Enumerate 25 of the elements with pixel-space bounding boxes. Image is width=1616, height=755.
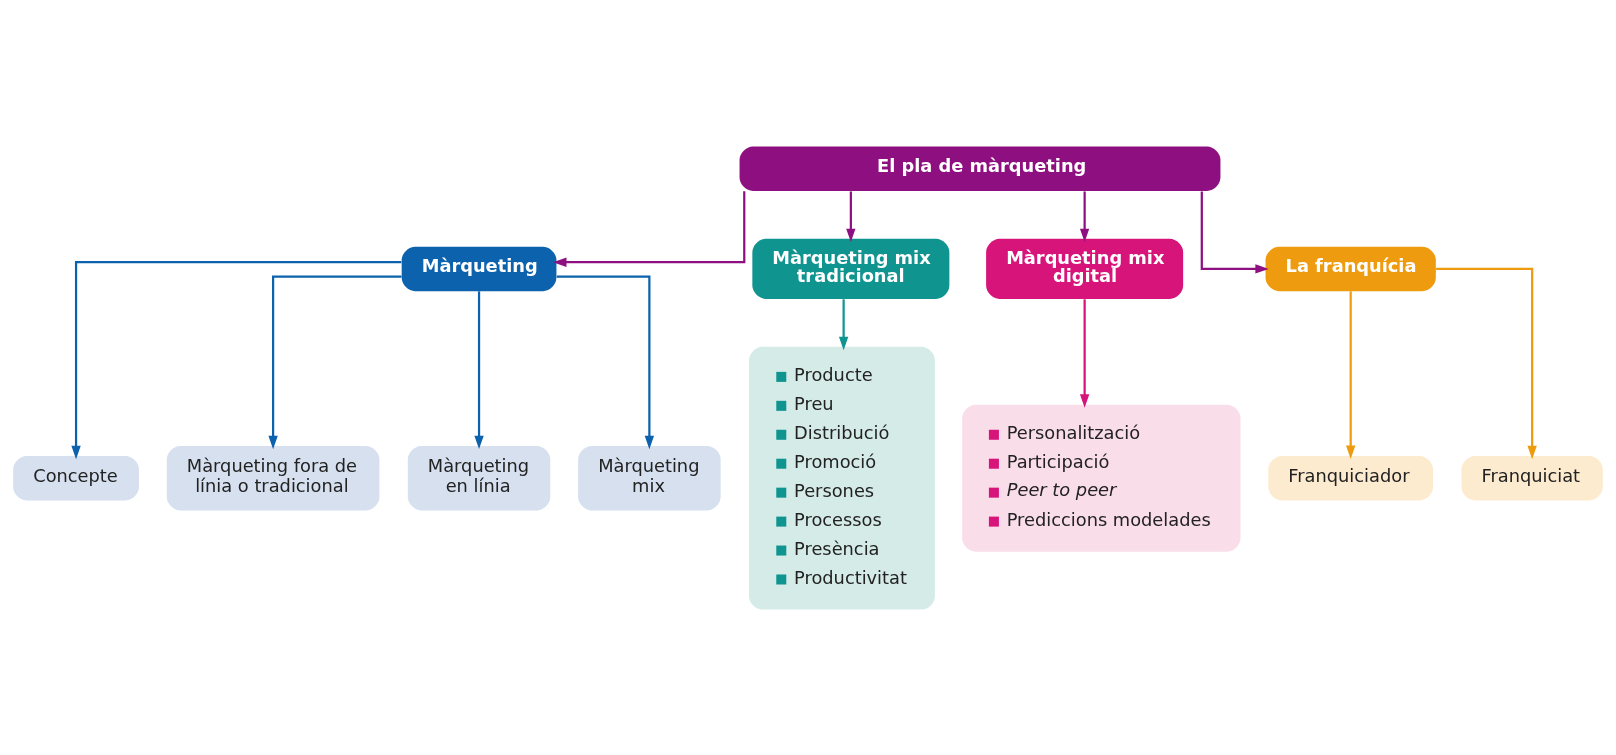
node-box: La franquícia bbox=[1265, 246, 1436, 291]
arrow bbox=[846, 190, 856, 242]
arrow bbox=[556, 275, 655, 449]
arrow bbox=[1200, 190, 1269, 274]
arrow bbox=[474, 290, 484, 449]
arrow bbox=[1436, 267, 1537, 459]
node-box: Màrqueting mix bbox=[578, 445, 721, 510]
node-box: Personalització Participació Peer to peer Prediccions modelades bbox=[962, 404, 1241, 552]
arrow bbox=[1079, 190, 1090, 242]
node-box: Màrqueting fora de línia o tradicional bbox=[166, 445, 380, 510]
node-box: El pla de màrqueting bbox=[739, 145, 1221, 191]
node-box: Producte Preu Distribució Promoció Persones Processos Presència Productivitat bbox=[749, 346, 935, 610]
arrow bbox=[838, 298, 849, 350]
node-box: Màrqueting mix digital bbox=[986, 238, 1184, 299]
arrow bbox=[1079, 298, 1090, 408]
node-box: Concepte bbox=[13, 455, 139, 500]
arrow bbox=[71, 260, 402, 459]
node-box: Franquiciador bbox=[1268, 455, 1434, 500]
node-box: Màrqueting en línia bbox=[407, 445, 551, 510]
node-box: Màrqueting bbox=[401, 246, 557, 291]
arrow bbox=[553, 190, 746, 267]
arrow bbox=[268, 275, 402, 449]
node-box: Màrqueting mix tradicional bbox=[752, 238, 950, 299]
node-box: Franquiciat bbox=[1461, 455, 1603, 500]
arrow bbox=[1346, 290, 1356, 459]
